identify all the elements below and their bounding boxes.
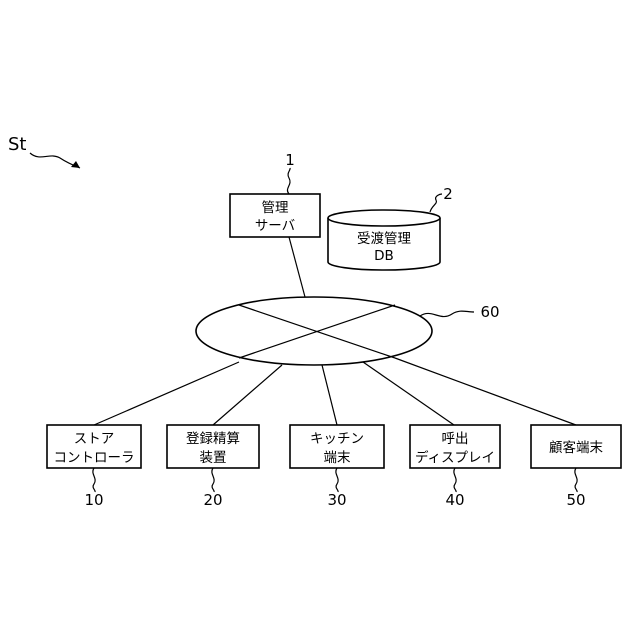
kitchen-terminal-label-line1: キッチン	[310, 431, 364, 447]
kitchen-terminal-label-line2: 端末	[324, 450, 351, 466]
network: 60	[196, 297, 500, 365]
call-display: 呼出 ディスプレイ 40	[410, 425, 500, 509]
delivery-db-leader	[430, 194, 442, 212]
link-kitchen-terminal	[322, 365, 337, 425]
customer-terminal-leader	[575, 468, 577, 492]
call-display-number: 40	[445, 491, 464, 509]
network-leader	[420, 311, 474, 316]
network-number: 60	[480, 303, 499, 321]
delivery-db: 受渡管理 DB 2	[328, 185, 453, 270]
kitchen-terminal-leader	[336, 468, 338, 492]
customer-terminal-number: 50	[566, 491, 585, 509]
management-server-label-line1: 管理	[262, 200, 289, 216]
system-label: St	[8, 134, 26, 155]
registration-settlement-device-number: 20	[203, 491, 222, 509]
delivery-db-top	[328, 210, 440, 226]
link-customer-terminal	[395, 358, 576, 425]
delivery-db-label-line2: DB	[374, 248, 394, 264]
management-server-number: 1	[285, 151, 295, 169]
registration-settlement-device-label-line2: 装置	[200, 450, 227, 466]
call-display-label-line1: 呼出	[442, 431, 469, 447]
link-store-controller	[94, 362, 239, 425]
registration-settlement-device: 登録精算 装置 20	[167, 425, 259, 509]
management-server-label-line2: サーバ	[255, 218, 295, 234]
link-call-display	[363, 362, 454, 425]
registration-settlement-device-label-line1: 登録精算	[186, 431, 240, 447]
store-controller-label-line1: ストア	[74, 431, 115, 447]
delivery-db-label-line1: 受渡管理	[357, 231, 411, 247]
call-display-label-line2: ディスプレイ	[415, 449, 495, 466]
kitchen-terminal-number: 30	[327, 491, 346, 509]
registration-settlement-device-leader	[212, 468, 214, 492]
store-controller-leader	[93, 468, 95, 492]
kitchen-terminal: キッチン 端末 30	[290, 425, 384, 509]
customer-terminal: 顧客端末 50	[531, 425, 621, 509]
delivery-db-number: 2	[443, 185, 453, 203]
store-controller-label-line2: コントローラ	[54, 450, 135, 466]
customer-terminal-label: 顧客端末	[549, 439, 603, 456]
management-server: 管理 サーバ 1	[230, 151, 320, 237]
store-controller-number: 10	[84, 491, 103, 509]
store-controller: ストア コントローラ 10	[47, 425, 141, 509]
link-registration-settlement-device	[213, 365, 282, 425]
call-display-leader	[454, 468, 456, 492]
server-network-link	[289, 237, 305, 297]
management-server-leader	[287, 168, 290, 194]
